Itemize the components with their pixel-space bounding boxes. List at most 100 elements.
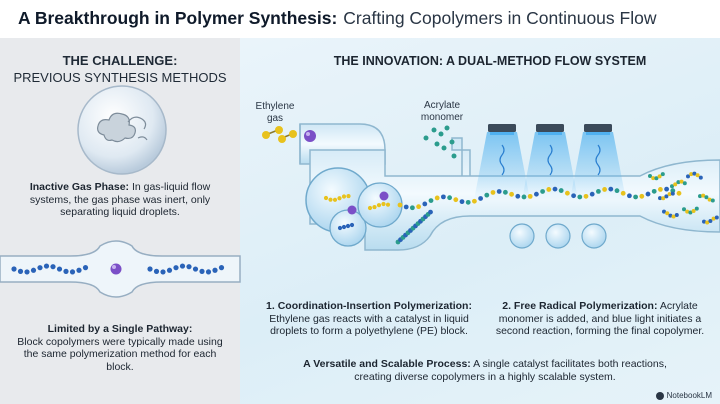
monomer-bead bbox=[701, 193, 706, 198]
monomer-bead bbox=[56, 266, 63, 272]
challenge-heading-2: PREVIOUS SYNTHESIS METHODS bbox=[13, 70, 227, 85]
monomer-bead bbox=[667, 192, 672, 197]
monomer-bead bbox=[147, 266, 153, 272]
left-catalyst-icon bbox=[110, 263, 122, 275]
innovation-heading: THE INNOVATION: A DUAL-METHOD FLOW SYSTE… bbox=[333, 54, 647, 68]
monomer-bead bbox=[434, 195, 440, 201]
title-bold: A Breakthrough in Polymer Synthesis: bbox=[18, 7, 338, 28]
monomer-bead bbox=[711, 216, 716, 221]
monomer-bead bbox=[337, 196, 342, 201]
step2-bold: 2. Free Radical Polymerization: bbox=[502, 300, 658, 312]
monomer-bead bbox=[212, 267, 218, 273]
monomer-bead bbox=[664, 194, 669, 199]
monomer-bead bbox=[379, 191, 389, 201]
monomer-bead bbox=[665, 211, 670, 216]
monomer-bead bbox=[82, 265, 89, 271]
monomer-bead bbox=[676, 180, 681, 185]
monomer-bead bbox=[453, 197, 459, 203]
step1-text: 1. Coordination-Insertion Polymerization… bbox=[250, 300, 488, 338]
monomer-bead bbox=[707, 197, 712, 202]
monomer-bead bbox=[186, 264, 192, 270]
monomer-bead bbox=[695, 173, 700, 178]
monomer-bead bbox=[43, 263, 50, 269]
monomer-bead bbox=[428, 198, 434, 203]
monomer-bead bbox=[341, 224, 347, 230]
monomer-bead bbox=[698, 175, 703, 180]
monomer-bead bbox=[534, 191, 539, 197]
monomer-bead bbox=[527, 193, 533, 199]
monomer-bead bbox=[660, 172, 665, 177]
monomer-bead bbox=[662, 209, 666, 214]
monomer-bead bbox=[679, 179, 684, 184]
page-title: A Breakthrough in Polymer Synthesis: Cra… bbox=[0, 0, 720, 36]
monomer-bead bbox=[179, 263, 186, 269]
monomer-bead bbox=[173, 265, 179, 271]
monomer-bead bbox=[583, 193, 589, 199]
monomer-bead bbox=[627, 193, 632, 199]
monomer-bead bbox=[633, 194, 638, 200]
monomer-bead bbox=[670, 188, 676, 194]
brand-name: NotebookLM bbox=[666, 391, 712, 400]
monomer-bead bbox=[639, 193, 645, 199]
monomer-bead bbox=[218, 265, 225, 271]
monomer-bead bbox=[710, 198, 715, 203]
inactive-gas-bold: Inactive Gas Phase: bbox=[29, 181, 130, 193]
blue-light-array bbox=[474, 124, 626, 200]
monomer-bead bbox=[698, 194, 702, 199]
monomer-bead bbox=[478, 196, 483, 201]
monomer-bead bbox=[596, 189, 601, 194]
inactive-gas-body: In gas-liquid flow systems, the gas phas… bbox=[29, 181, 211, 218]
monomer-bead bbox=[465, 199, 471, 205]
copolymer-chains bbox=[323, 171, 719, 245]
monomer-bead bbox=[708, 219, 713, 224]
inactive-gas-text: Inactive Gas Phase: In gas-liquid flow s… bbox=[14, 181, 226, 219]
challenge-heading: THE CHALLENGE: PREVIOUS SYNTHESIS METHOD… bbox=[0, 52, 240, 86]
monomer-bead bbox=[674, 213, 679, 218]
monomer-bead bbox=[484, 192, 490, 198]
monomer-bead bbox=[546, 187, 552, 192]
monomer-bead bbox=[565, 190, 570, 196]
title-rest: Crafting Copolymers in Continuous Flow bbox=[343, 7, 657, 28]
step1-body: Ethylene gas reacts with a catalyst in l… bbox=[269, 312, 469, 338]
monomer-bead bbox=[447, 195, 452, 201]
monomer-bead bbox=[682, 181, 687, 186]
single-pathway-body: Block copolymers were typically made usi… bbox=[17, 335, 223, 373]
monomer-bead bbox=[472, 198, 477, 204]
monomer-bead bbox=[686, 174, 690, 179]
monomer-bead bbox=[661, 196, 666, 201]
monomer-bead bbox=[664, 186, 669, 192]
monomer-bead bbox=[651, 188, 657, 194]
monomer-bead bbox=[688, 210, 693, 215]
monomer-bead bbox=[676, 190, 682, 196]
monomer-bead bbox=[614, 188, 620, 194]
monomer-bead bbox=[503, 189, 508, 195]
monomer-bead bbox=[577, 194, 583, 200]
single-pathway-bold: Limited by a Single Pathway: bbox=[47, 323, 193, 335]
monomer-bead bbox=[670, 184, 674, 189]
monomer-bead bbox=[589, 191, 595, 197]
notebooklm-icon bbox=[655, 391, 664, 400]
monomer-bead bbox=[552, 186, 558, 192]
monomer-bead bbox=[160, 269, 166, 275]
ethylene-label-1: Ethylene bbox=[255, 101, 295, 112]
acrylate-label: Acrylate monomer bbox=[414, 100, 470, 124]
acrylate-molecules bbox=[423, 125, 457, 159]
monomer-bead bbox=[648, 174, 652, 178]
monomer-bead bbox=[76, 267, 82, 273]
monomer-bead bbox=[558, 188, 564, 193]
single-pathway-text: Limited by a Single Pathway: Block copol… bbox=[16, 323, 224, 373]
monomer-bead bbox=[403, 204, 409, 210]
left-polymer-chains bbox=[11, 263, 225, 275]
monomer-bead bbox=[153, 268, 160, 274]
ethylene-label: Ethylene gas bbox=[252, 101, 298, 125]
monomer-bead bbox=[602, 187, 607, 192]
monomer-bead bbox=[63, 268, 69, 274]
monomer-bead bbox=[37, 265, 43, 271]
monomer-bead bbox=[410, 205, 415, 211]
monomer-bead bbox=[540, 189, 545, 194]
monomer-bead bbox=[490, 190, 496, 195]
monomer-bead bbox=[345, 223, 351, 229]
monomer-bead bbox=[509, 191, 514, 197]
step2-body: Acrylate monomer is added, and blue ligh… bbox=[495, 300, 705, 337]
